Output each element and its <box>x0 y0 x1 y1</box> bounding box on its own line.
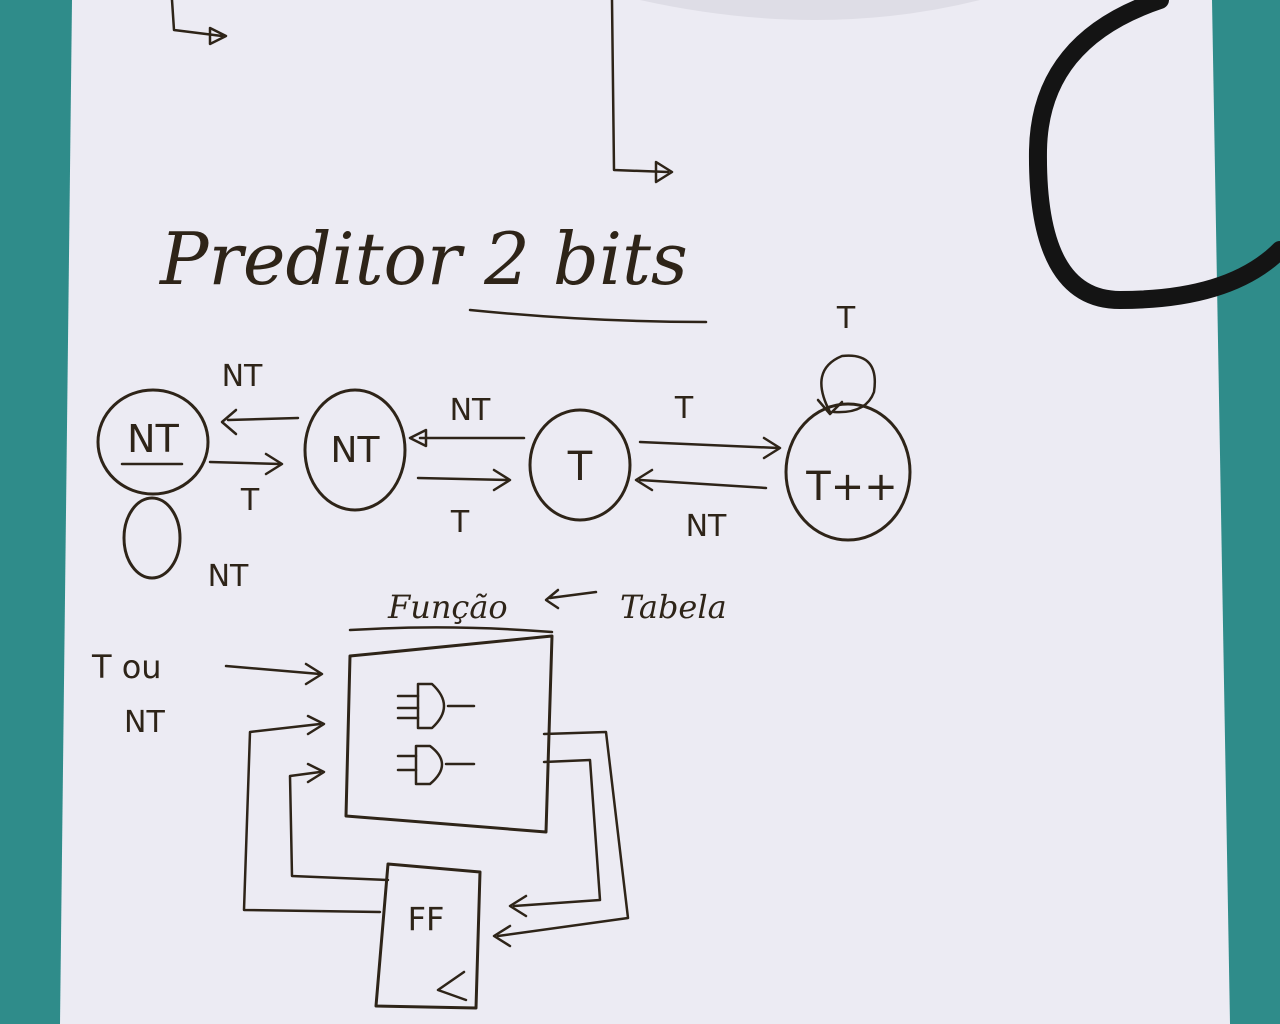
state-label-1: NT <box>331 430 381 471</box>
state-label-3: T++ <box>805 464 897 510</box>
state-label-2: T <box>567 444 593 490</box>
arrow-s3-to-s2 <box>634 468 768 492</box>
input-label-line1: T ou <box>91 648 162 686</box>
state-circle-0 <box>96 388 210 496</box>
self-loop-s3-arrowhead <box>816 398 844 416</box>
arrow-s2-to-s1 <box>408 428 526 448</box>
diagram-title: Preditor 2 bits <box>158 217 688 301</box>
function-box <box>344 634 554 834</box>
table-label: Tabela <box>620 588 727 626</box>
top-arrow-middle <box>610 0 674 184</box>
top-arrow-left <box>170 0 228 46</box>
label-s0-self: NT <box>208 559 249 594</box>
cable-loop <box>1028 0 1280 310</box>
self-loop-s0 <box>122 496 182 580</box>
state-circle-3 <box>784 402 912 542</box>
state-circle-2 <box>528 408 632 522</box>
feedback-wire-inner-left <box>288 762 390 882</box>
state-circle-1 <box>303 388 407 512</box>
function-overline <box>348 626 554 634</box>
arrow-s1-to-s0 <box>220 408 300 436</box>
self-loop-s3 <box>820 354 877 414</box>
label-s2-to-s1: NT <box>450 393 491 428</box>
and-gate-icon <box>396 682 476 730</box>
clock-marker-icon <box>436 970 468 1002</box>
and-gate-icon <box>396 744 476 786</box>
feedback-wire-outer-right <box>492 730 630 948</box>
input-label-line2: NT <box>124 705 165 740</box>
label-s3-to-s2: NT <box>686 509 727 544</box>
arrow-s1-to-s2 <box>416 468 512 492</box>
paper-sheet <box>60 0 1230 1024</box>
arrow-input-to-function <box>224 662 324 686</box>
arrow-table-to-function <box>548 590 598 600</box>
arrow-s0-to-s1 <box>208 452 284 476</box>
label-s1-to-s2: T <box>450 505 470 540</box>
feedback-wire-inner-right <box>508 758 602 918</box>
function-label: Função <box>387 588 508 626</box>
title-underline <box>468 308 708 324</box>
paper-shadow <box>640 0 980 20</box>
feedback-wire-outer-left <box>242 714 382 914</box>
label-s0-to-s1: T <box>240 483 260 518</box>
flipflop-box <box>374 862 482 1010</box>
state-label-0: NT <box>127 417 179 461</box>
label-s3-self: T <box>836 301 856 336</box>
arrow-table-to-function-head <box>544 588 560 610</box>
arrow-s2-to-s3 <box>638 436 782 460</box>
label-s2-to-s3: T <box>674 391 694 426</box>
label-s1-to-s0: NT <box>222 359 263 394</box>
flipflop-label: FF <box>408 900 445 938</box>
